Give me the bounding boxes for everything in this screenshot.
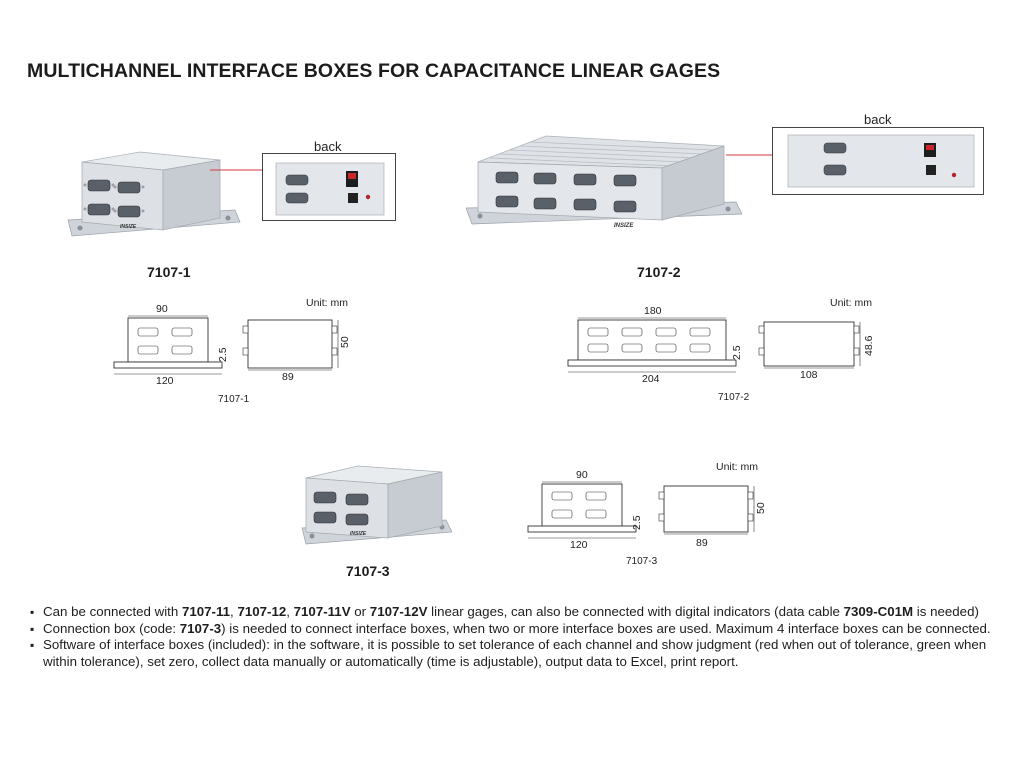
- page-title: MULTICHANNEL INTERFACE BOXES FOR CAPACIT…: [27, 60, 721, 82]
- dim-base-width: 204: [642, 373, 660, 385]
- dim-flange: 2.5: [631, 515, 643, 530]
- feature-item-software: Software of interface boxes (included): …: [30, 637, 1005, 670]
- drawing-caption: 7107-2: [718, 392, 750, 403]
- feature-item-connectivity: Can be connected with 7107-11, 7107-12, …: [30, 604, 1005, 621]
- dim-top-width: 90: [156, 303, 168, 315]
- back-label-7107-2: back: [864, 112, 892, 127]
- dimension-drawing-7107-3: 90 120 2.5 Unit: mm 89 50 7107-3: [527, 461, 767, 567]
- callout-line-7107-2: [726, 154, 776, 156]
- back-label-7107-1: back: [314, 139, 342, 154]
- model-label-7107-1: 7107-1: [147, 264, 191, 280]
- feature-item-connection-box: Connection box (code: 7107-3) is needed …: [30, 621, 1005, 638]
- dimension-drawing-7107-1: 90 120 2.5 Unit: mm 89 50 7107-1: [113, 297, 351, 404]
- unit-label: Unit: mm: [306, 297, 348, 309]
- drawing-caption: 7107-1: [218, 394, 250, 404]
- product-photo-7107-1: INSIZE: [67, 151, 241, 237]
- dim-depth: 89: [282, 371, 294, 383]
- product-photo-7107-2: INSIZE: [466, 135, 743, 229]
- dim-flange: 2.5: [217, 347, 229, 362]
- insize-logo: INSIZE: [120, 224, 137, 230]
- dim-height: 48.6: [863, 335, 875, 356]
- dim-depth: 108: [800, 369, 818, 381]
- back-panel-photo-7107-1: [262, 153, 396, 221]
- dim-top-width: 90: [576, 469, 588, 481]
- dim-base-width: 120: [156, 375, 174, 387]
- dim-height: 50: [755, 502, 767, 514]
- model-label-7107-3: 7107-3: [346, 563, 390, 579]
- insize-logo: INSIZE: [350, 531, 367, 537]
- dim-top-width: 180: [644, 305, 662, 317]
- feature-list: Can be connected with 7107-11, 7107-12, …: [30, 604, 1005, 670]
- drawing-caption: 7107-3: [626, 556, 658, 567]
- dimension-drawing-7107-2: 180 204 2.5 Unit: mm 108 48.6 7107-2: [567, 297, 875, 403]
- model-label-7107-2: 7107-2: [637, 264, 681, 280]
- callout-line-7107-1: [210, 169, 265, 171]
- back-panel-photo-7107-2: [772, 127, 984, 195]
- product-photo-7107-3: INSIZE: [301, 465, 453, 545]
- unit-label: Unit: mm: [716, 461, 758, 473]
- insize-logo: INSIZE: [614, 223, 634, 229]
- dim-depth: 89: [696, 537, 708, 549]
- dim-base-width: 120: [570, 539, 588, 551]
- dim-height: 50: [339, 336, 351, 348]
- dim-flange: 2.5: [731, 345, 743, 360]
- unit-label: Unit: mm: [830, 297, 872, 309]
